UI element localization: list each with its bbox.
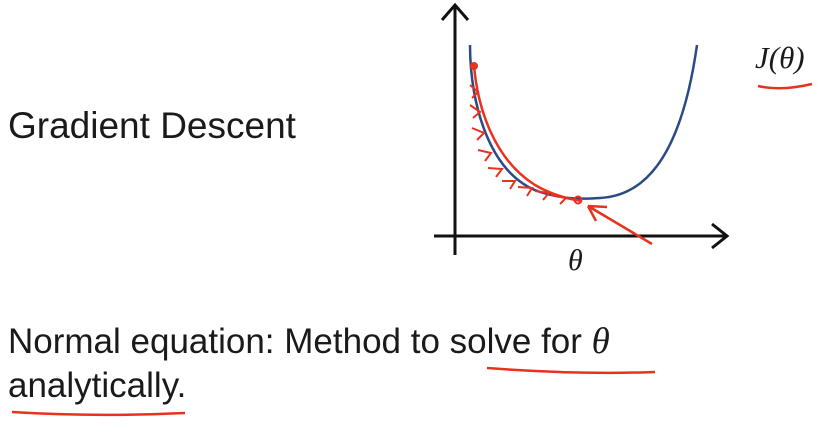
descent-path: [472, 65, 583, 203]
minimum-point: [573, 195, 583, 205]
theta-symbol: θ: [591, 321, 610, 362]
normal-equation-line: Normal equation: Method to solve for θ: [8, 321, 610, 363]
analytically-underline: [11, 410, 186, 417]
cost-label-underline: [757, 82, 813, 90]
cost-function-label: J(θ): [755, 40, 805, 75]
cost-curve: [468, 44, 699, 200]
heading-gradient-descent: Gradient Descent: [8, 105, 296, 146]
minimum-pointer-arrow: [586, 204, 653, 246]
theta-axis-label: θ: [568, 244, 583, 277]
y-axis-arrowhead: [440, 2, 470, 21]
solve-for-underline: [486, 366, 656, 375]
start-point: [470, 62, 478, 70]
x-axis-arrowhead: [711, 222, 730, 250]
normal-equation-text: Normal equation: Method to solve for: [8, 322, 582, 361]
analytically-line: analytically.: [8, 366, 187, 405]
step-arrows: [469, 84, 569, 205]
